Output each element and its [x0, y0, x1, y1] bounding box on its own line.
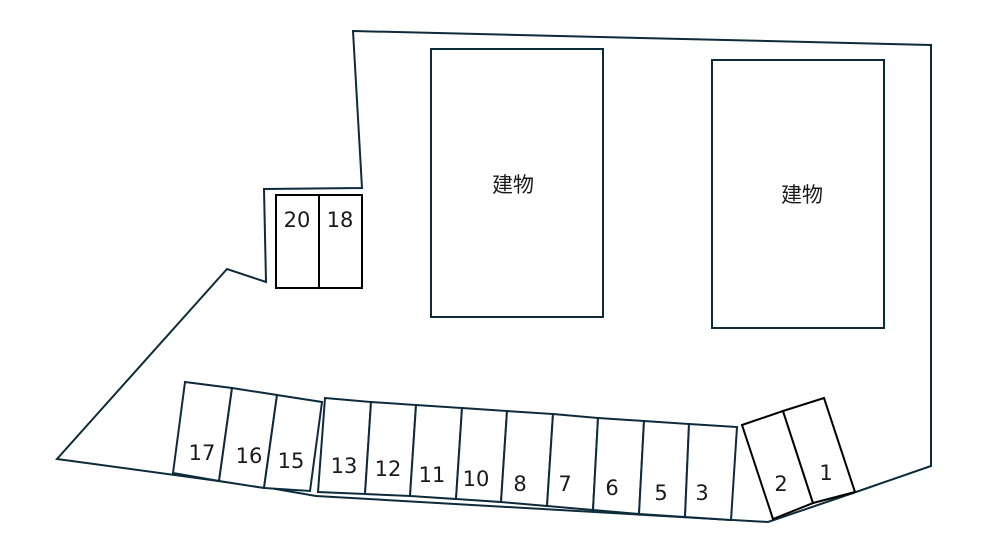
building-left: 建物	[430, 48, 604, 318]
parking-block-17-15: 17 16 15	[171, 380, 324, 493]
parking-space-7[interactable]	[545, 412, 600, 512]
space-label-16: 16	[236, 444, 263, 468]
space-label-15: 15	[278, 449, 305, 473]
space-label-7: 7	[558, 472, 571, 496]
parking-space-15[interactable]	[262, 393, 324, 493]
parking-space-1[interactable]	[781, 396, 857, 505]
space-label-2: 2	[774, 472, 787, 496]
space-label-17: 17	[189, 441, 216, 465]
parking-space-8[interactable]	[499, 409, 555, 508]
parking-space-3[interactable]	[683, 422, 739, 522]
space-label-10: 10	[463, 467, 490, 491]
parking-block-2-1: 2 1	[740, 396, 857, 521]
parking-block-13-3: 13 12 11 10 8 7 6 5 3	[316, 396, 739, 522]
building-right-outline	[711, 59, 885, 329]
space-label-12: 12	[375, 457, 402, 481]
building-left-outline	[430, 48, 604, 318]
space-label-3: 3	[695, 481, 708, 505]
building-right: 建物	[711, 59, 885, 329]
parking-space-18[interactable]	[318, 194, 363, 289]
space-label-18: 18	[327, 208, 354, 232]
parking-space-13[interactable]	[316, 396, 373, 496]
space-label-8: 8	[513, 472, 526, 496]
parking-space-12[interactable]	[363, 400, 418, 498]
space-label-13: 13	[331, 454, 358, 478]
parking-block-20-18: 20 18	[275, 194, 363, 289]
building-left-label: 建物	[492, 173, 534, 197]
space-label-11: 11	[419, 463, 446, 487]
space-label-6: 6	[605, 476, 618, 500]
building-right-label: 建物	[781, 183, 823, 207]
parking-space-20[interactable]	[275, 194, 320, 289]
space-label-20: 20	[284, 208, 311, 232]
space-label-1: 1	[819, 461, 832, 485]
space-label-5: 5	[654, 481, 667, 505]
